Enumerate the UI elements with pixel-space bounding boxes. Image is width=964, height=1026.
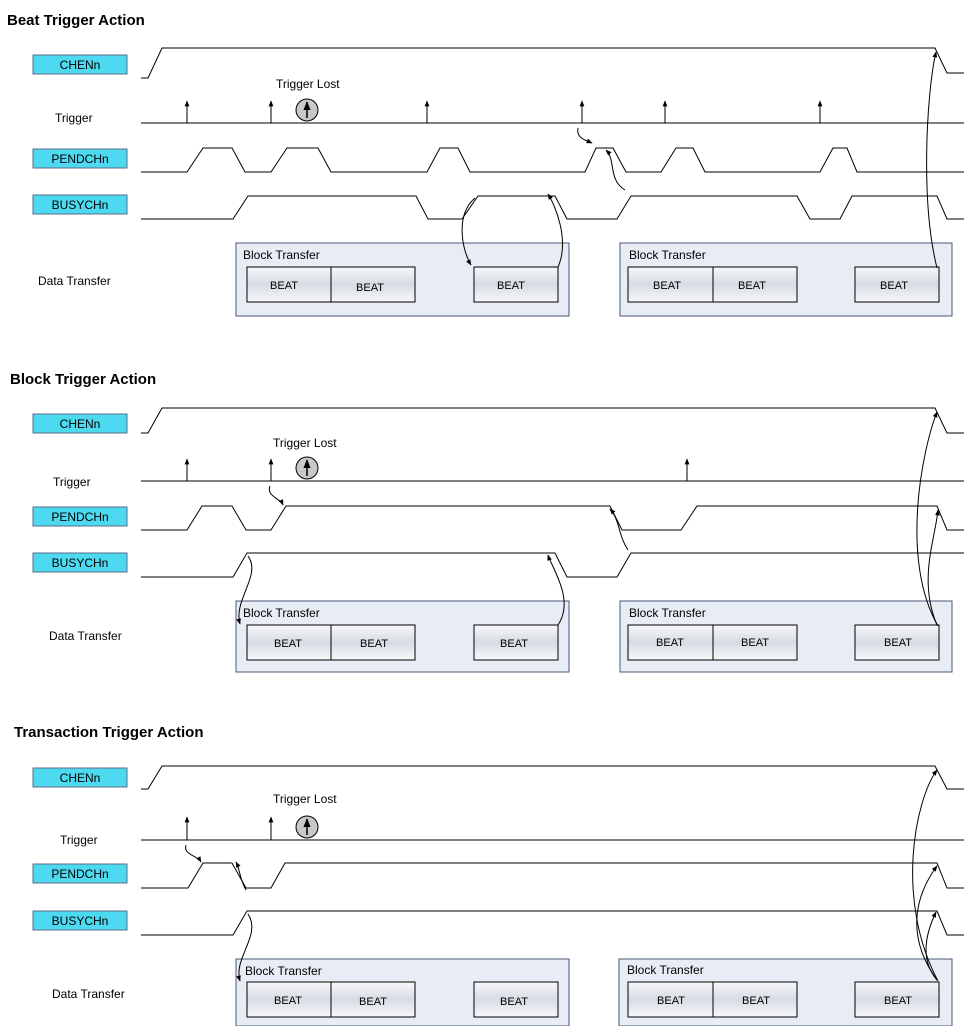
waveform-chen	[141, 407, 964, 434]
signal-label-trigger: Trigger	[55, 111, 93, 125]
block-transfer: Block Transfer BEAT BEAT BEAT	[235, 242, 570, 317]
block-label: Block Transfer	[245, 964, 322, 978]
waveform-pend	[141, 862, 964, 889]
waveform-chen	[141, 47, 964, 79]
signal-box-chen	[32, 767, 128, 788]
signal-label-chen: CHENn	[60, 417, 101, 431]
beat-label: BEAT	[270, 280, 298, 292]
beat-box	[473, 266, 559, 303]
trigger-lost-label: Trigger Lost	[273, 792, 337, 806]
signal-label-data: Data Transfer	[52, 987, 125, 1001]
block-label: Block Transfer	[629, 248, 706, 262]
causality-arrows	[185, 769, 939, 982]
section-beat-trigger: Beat Trigger Action CHENn Trigger Trigge…	[7, 12, 964, 317]
beat-label: BEAT	[741, 637, 769, 649]
beat-label: BEAT	[360, 638, 388, 650]
beat-box	[627, 266, 714, 303]
beat-label: BEAT	[657, 995, 685, 1007]
beat-box	[712, 624, 798, 661]
beat-box	[712, 981, 798, 1018]
block-label: Block Transfer	[629, 606, 706, 620]
signal-box-pend	[32, 506, 128, 527]
signal-label-trigger: Trigger	[60, 833, 98, 847]
section-title: Transaction Trigger Action	[14, 724, 203, 741]
beat-box	[246, 981, 332, 1018]
block-label: Block Transfer	[627, 963, 704, 977]
waveform-pend	[141, 505, 964, 531]
block-transfer: Block Transfer BEAT BEAT BEAT	[618, 958, 953, 1026]
beat-label: BEAT	[742, 995, 770, 1007]
beat-box	[854, 266, 940, 303]
signal-label-busy: BUSYCHn	[52, 914, 109, 928]
beat-box	[854, 981, 940, 1018]
beat-box	[473, 981, 559, 1018]
beat-label: BEAT	[656, 637, 684, 649]
trigger-lost-label: Trigger Lost	[273, 436, 337, 450]
signal-label-data: Data Transfer	[49, 629, 122, 643]
signal-label-pend: PENDCHn	[51, 152, 108, 166]
signal-label-busy: BUSYCHn	[52, 556, 109, 570]
signal-label-pend: PENDCHn	[51, 867, 108, 881]
section-block-trigger: Block Trigger Action CHENn Trigger Trigg…	[10, 371, 964, 673]
signal-label-chen: CHENn	[60, 58, 101, 72]
waveform-pend	[141, 147, 964, 173]
trigger-lost-icon	[295, 98, 319, 122]
beat-box	[246, 266, 332, 303]
beat-label: BEAT	[738, 280, 766, 292]
beat-label: BEAT	[359, 996, 387, 1008]
section-transaction-trigger: Transaction Trigger Action CHENn Trigger…	[14, 724, 964, 1026]
block-label: Block Transfer	[243, 606, 320, 620]
trigger-lost-icon	[295, 456, 319, 480]
beat-box	[627, 981, 714, 1018]
trigger-pulses	[184, 458, 690, 481]
waveform-busy	[141, 552, 964, 578]
signal-label-pend: PENDCHn	[51, 510, 108, 524]
beat-label: BEAT	[884, 637, 912, 649]
signal-box-chen	[32, 54, 128, 75]
section-title: Beat Trigger Action	[7, 12, 145, 29]
section-title: Block Trigger Action	[10, 371, 156, 388]
beat-box	[330, 266, 416, 303]
signal-box-busy	[32, 552, 128, 573]
signal-box-busy	[32, 194, 128, 215]
beat-box	[473, 624, 559, 661]
beat-label: BEAT	[274, 995, 302, 1007]
beat-box	[712, 266, 798, 303]
beat-label: BEAT	[884, 995, 912, 1007]
block-transfer: Block Transfer BEAT BEAT BEAT	[619, 242, 953, 317]
beat-box	[330, 981, 416, 1018]
signal-box-pend	[32, 148, 128, 169]
beat-label: BEAT	[274, 638, 302, 650]
waveform-chen	[141, 765, 964, 790]
signal-label-chen: CHENn	[60, 771, 101, 785]
signal-label-busy: BUSYCHn	[52, 198, 109, 212]
trigger-lost-icon	[295, 815, 319, 839]
signal-label-trigger: Trigger	[53, 475, 91, 489]
signal-box-pend	[32, 863, 128, 884]
beat-box	[330, 624, 416, 661]
trigger-lost-label: Trigger Lost	[276, 77, 340, 91]
trigger-pulses	[184, 100, 823, 123]
waveform-busy	[141, 910, 964, 936]
beat-label: BEAT	[653, 280, 681, 292]
causality-arrows	[236, 411, 940, 627]
signal-box-chen	[32, 413, 128, 434]
trigger-pulses	[184, 816, 274, 840]
signal-label-data: Data Transfer	[38, 274, 111, 288]
beat-box	[854, 624, 940, 661]
beat-label: BEAT	[356, 282, 384, 294]
block-transfer: Block Transfer BEAT BEAT BEAT	[235, 958, 570, 1026]
beat-label: BEAT	[500, 996, 528, 1008]
beat-box	[246, 624, 332, 661]
beat-label: BEAT	[500, 638, 528, 650]
block-transfer: Block Transfer BEAT BEAT BEAT	[619, 600, 953, 673]
causality-arrows	[461, 51, 938, 269]
block-transfer: Block Transfer BEAT BEAT BEAT	[235, 600, 570, 673]
beat-label: BEAT	[497, 280, 525, 292]
signal-box-busy	[32, 910, 128, 931]
block-label: Block Transfer	[243, 248, 320, 262]
beat-label: BEAT	[880, 280, 908, 292]
waveform-busy	[141, 195, 964, 220]
